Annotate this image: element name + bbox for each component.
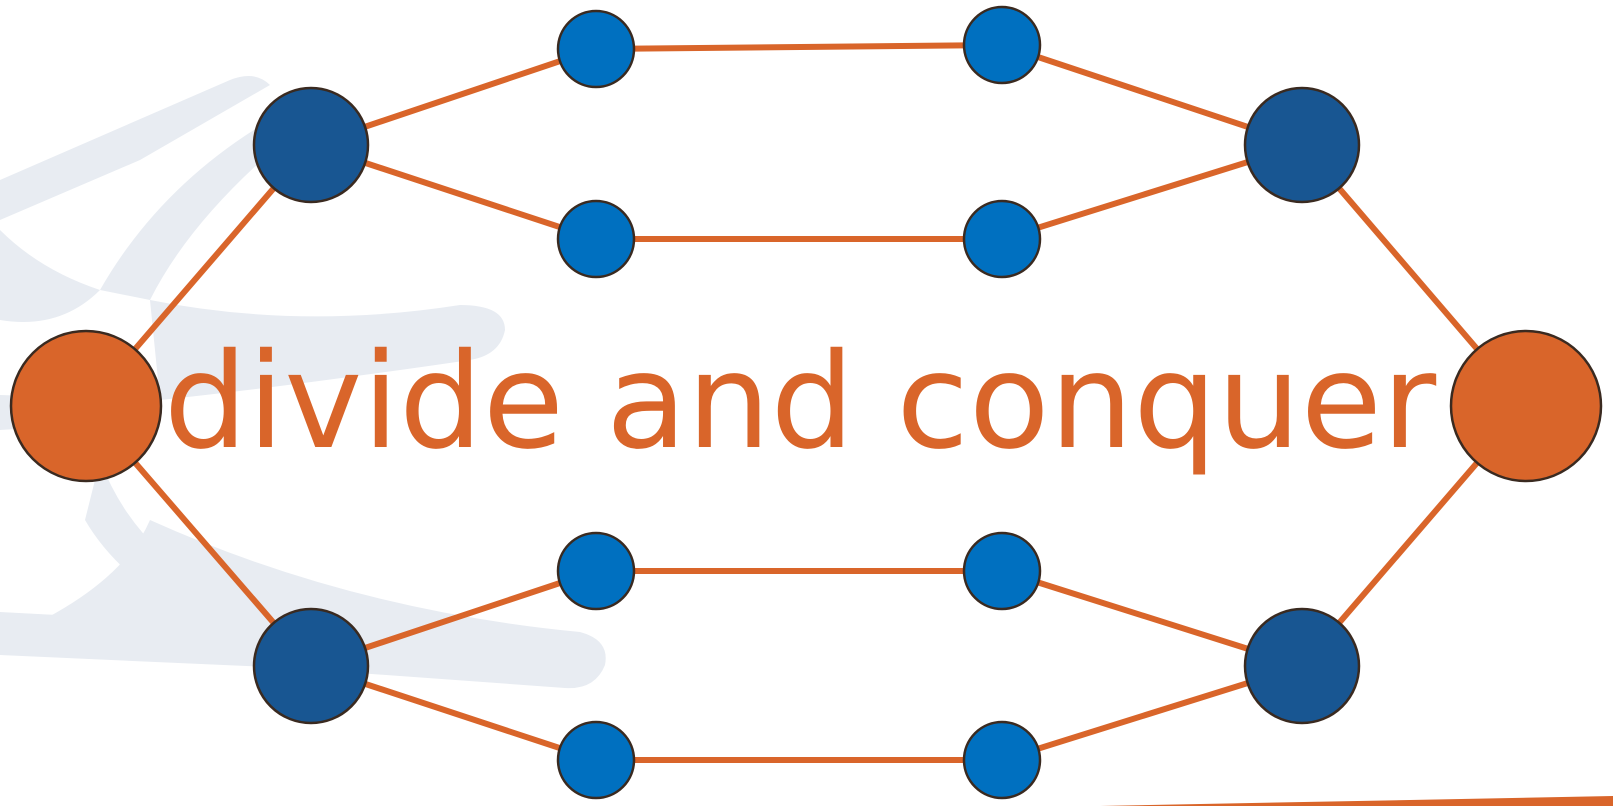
nodes: [9, 5, 1603, 800]
node-start: [9, 329, 163, 483]
node-split-bottom-right: [1243, 607, 1361, 725]
node-leaf-d2: [962, 720, 1042, 800]
node-leaf-d1: [556, 720, 636, 800]
node-split-top-right: [1243, 86, 1361, 204]
node-leaf-a1: [556, 9, 636, 89]
node-leaf-c2: [962, 531, 1042, 611]
node-leaf-c1: [556, 531, 636, 611]
node-split-top-left: [252, 86, 370, 204]
edge-leaf-a1-to-leaf-a2: [593, 42, 1005, 52]
node-leaf-a2: [962, 5, 1042, 85]
node-leaf-b2: [962, 199, 1042, 279]
diagram-title: divide and conquer: [164, 325, 1437, 479]
node-leaf-b1: [556, 199, 636, 279]
node-end: [1449, 329, 1603, 483]
accent-stripe: [1100, 796, 1613, 806]
node-split-bottom-left: [252, 607, 370, 725]
